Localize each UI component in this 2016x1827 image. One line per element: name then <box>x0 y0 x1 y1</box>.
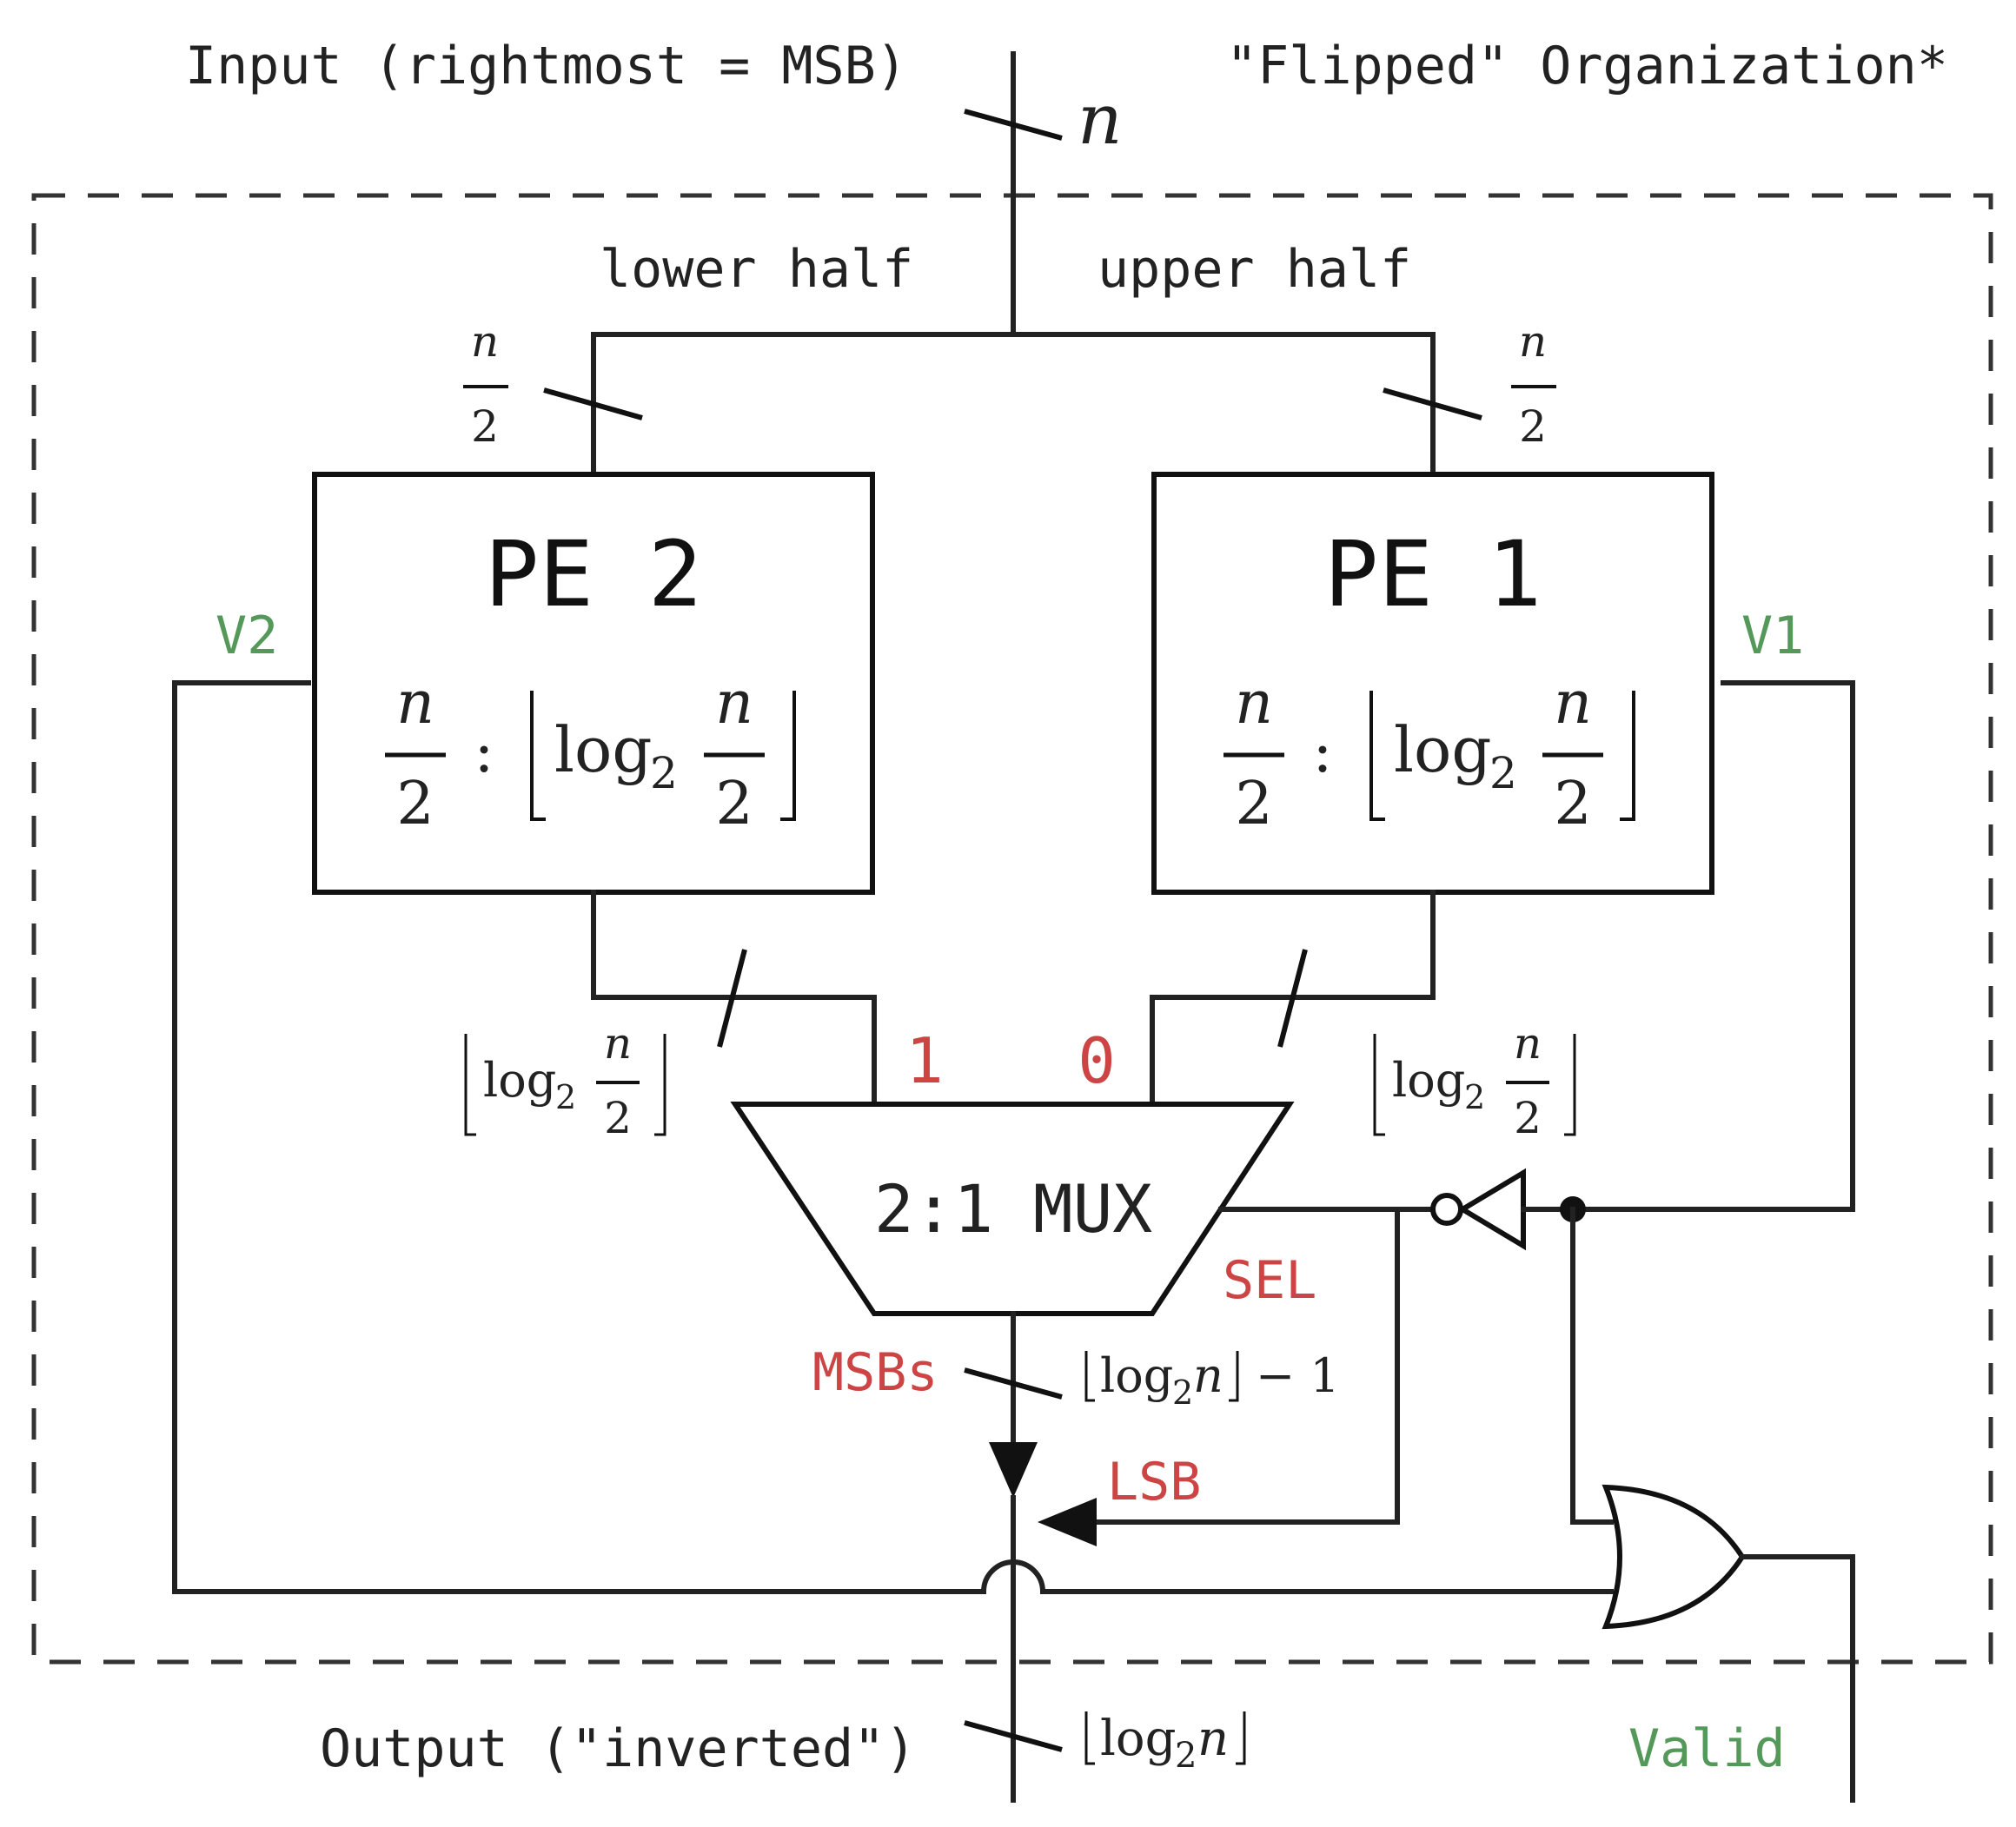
msbs-arrowhead <box>989 1442 1038 1498</box>
svg-text:2: 2 <box>650 748 678 798</box>
pe1-output-width-marker <box>1277 949 1308 1048</box>
organization-label: "Flipped" Organization* <box>1226 36 1948 96</box>
v1-to-or-wire <box>1570 1207 1614 1525</box>
v2-label: V2 <box>216 606 278 666</box>
svg-text:log: log <box>1100 1348 1173 1403</box>
pe2-output-width-marker <box>717 949 747 1048</box>
svg-text:2: 2 <box>1554 770 1591 838</box>
svg-text:2: 2 <box>1235 770 1272 838</box>
input-bus-width-marker <box>964 109 1063 141</box>
mux-input-0-label: 0 <box>1078 1024 1115 1097</box>
svg-text:log: log <box>554 713 652 786</box>
mux-2to1: 2:1 MUX <box>730 1102 1295 1316</box>
lsb-label: LSB <box>1107 1452 1201 1513</box>
svg-text:2: 2 <box>715 770 753 838</box>
output-label: Output ("inverted") <box>320 1718 916 1779</box>
svg-text:n: n <box>1235 669 1273 738</box>
valid-label: Valid <box>1628 1718 1786 1779</box>
svg-text:2: 2 <box>1489 748 1517 798</box>
sel-label: SEL <box>1223 1250 1316 1311</box>
pe1-parameter: n 2 : log 2 n 2 <box>1224 669 1635 838</box>
split-bus-wire <box>591 332 1436 477</box>
lower-half-width-marker <box>543 387 643 420</box>
svg-text:2: 2 <box>555 1078 576 1116</box>
svg-text:n: n <box>1197 1711 1229 1767</box>
input-label: Input (rightmost = MSB) <box>185 36 907 96</box>
svg-text:log: log <box>1394 713 1491 786</box>
or-gate <box>1602 1484 1746 1630</box>
valid-output-wire <box>1740 1554 1855 1803</box>
svg-text:2: 2 <box>604 1093 632 1143</box>
lower-half-label: lower half <box>600 239 913 300</box>
msbs-width-label: log 2 n − 1 <box>1084 1348 1340 1412</box>
msbs-label: MSBs <box>812 1342 938 1403</box>
svg-text:2: 2 <box>471 401 499 452</box>
pe1-block: PE 1 n 2 : log 2 n 2 <box>1151 472 1714 895</box>
svg-text:n: n <box>604 1018 632 1069</box>
pe2-output-width-label: log 2 n 2 <box>464 1018 666 1143</box>
upper-half-label: upper half <box>1098 239 1411 300</box>
v2-wire-crossover <box>980 1559 1046 1595</box>
svg-text:log: log <box>1100 1711 1176 1767</box>
lsb-wire <box>1094 1207 1400 1525</box>
v1-label: V1 <box>1741 606 1804 666</box>
svg-text:2: 2 <box>1519 401 1547 452</box>
svg-text:n: n <box>1554 669 1592 738</box>
svg-text:log: log <box>483 1053 556 1108</box>
svg-text:2: 2 <box>1175 1736 1197 1776</box>
svg-text:− 1: − 1 <box>1256 1348 1340 1403</box>
svg-text:2: 2 <box>1172 1374 1193 1412</box>
v1-wire <box>1721 680 1855 1212</box>
lsb-arrowhead <box>1038 1498 1097 1546</box>
svg-text:n: n <box>471 316 499 367</box>
svg-text::: : <box>1313 718 1333 786</box>
input-bus-width-label: n <box>1078 79 1123 160</box>
upper-half-width-marker <box>1383 387 1482 420</box>
svg-text:n: n <box>1193 1348 1224 1403</box>
pe2-title: PE 2 <box>485 521 702 627</box>
pe2-parameter: n 2 : log 2 n 2 <box>385 669 796 838</box>
upper-half-width-label: n 2 <box>1511 316 1556 452</box>
svg-text:2: 2 <box>396 770 434 838</box>
v2-wire <box>172 680 986 1594</box>
inverter-gate <box>1430 1168 1526 1251</box>
pe1-output-width-label: log 2 n 2 <box>1373 1018 1576 1143</box>
mux-label: 2:1 MUX <box>874 1170 1153 1248</box>
mux-input-1-label: 1 <box>905 1024 943 1097</box>
svg-text:n: n <box>715 669 753 738</box>
msbs-width-marker <box>964 1367 1063 1400</box>
svg-text:n: n <box>1514 1018 1542 1069</box>
lower-half-width-label: n 2 <box>463 316 508 452</box>
svg-text:n: n <box>1519 316 1547 367</box>
svg-text:log: log <box>1392 1053 1465 1108</box>
svg-text:2: 2 <box>1514 1093 1542 1143</box>
svg-text:2: 2 <box>1464 1078 1485 1116</box>
output-width-label: log 2 n <box>1084 1711 1246 1776</box>
pe2-block: PE 2 n 2 : log 2 n 2 <box>312 472 875 895</box>
output-width-marker <box>964 1720 1063 1752</box>
svg-text::: : <box>474 718 494 786</box>
svg-text:n: n <box>396 669 434 738</box>
pe1-title: PE 1 <box>1324 521 1542 627</box>
